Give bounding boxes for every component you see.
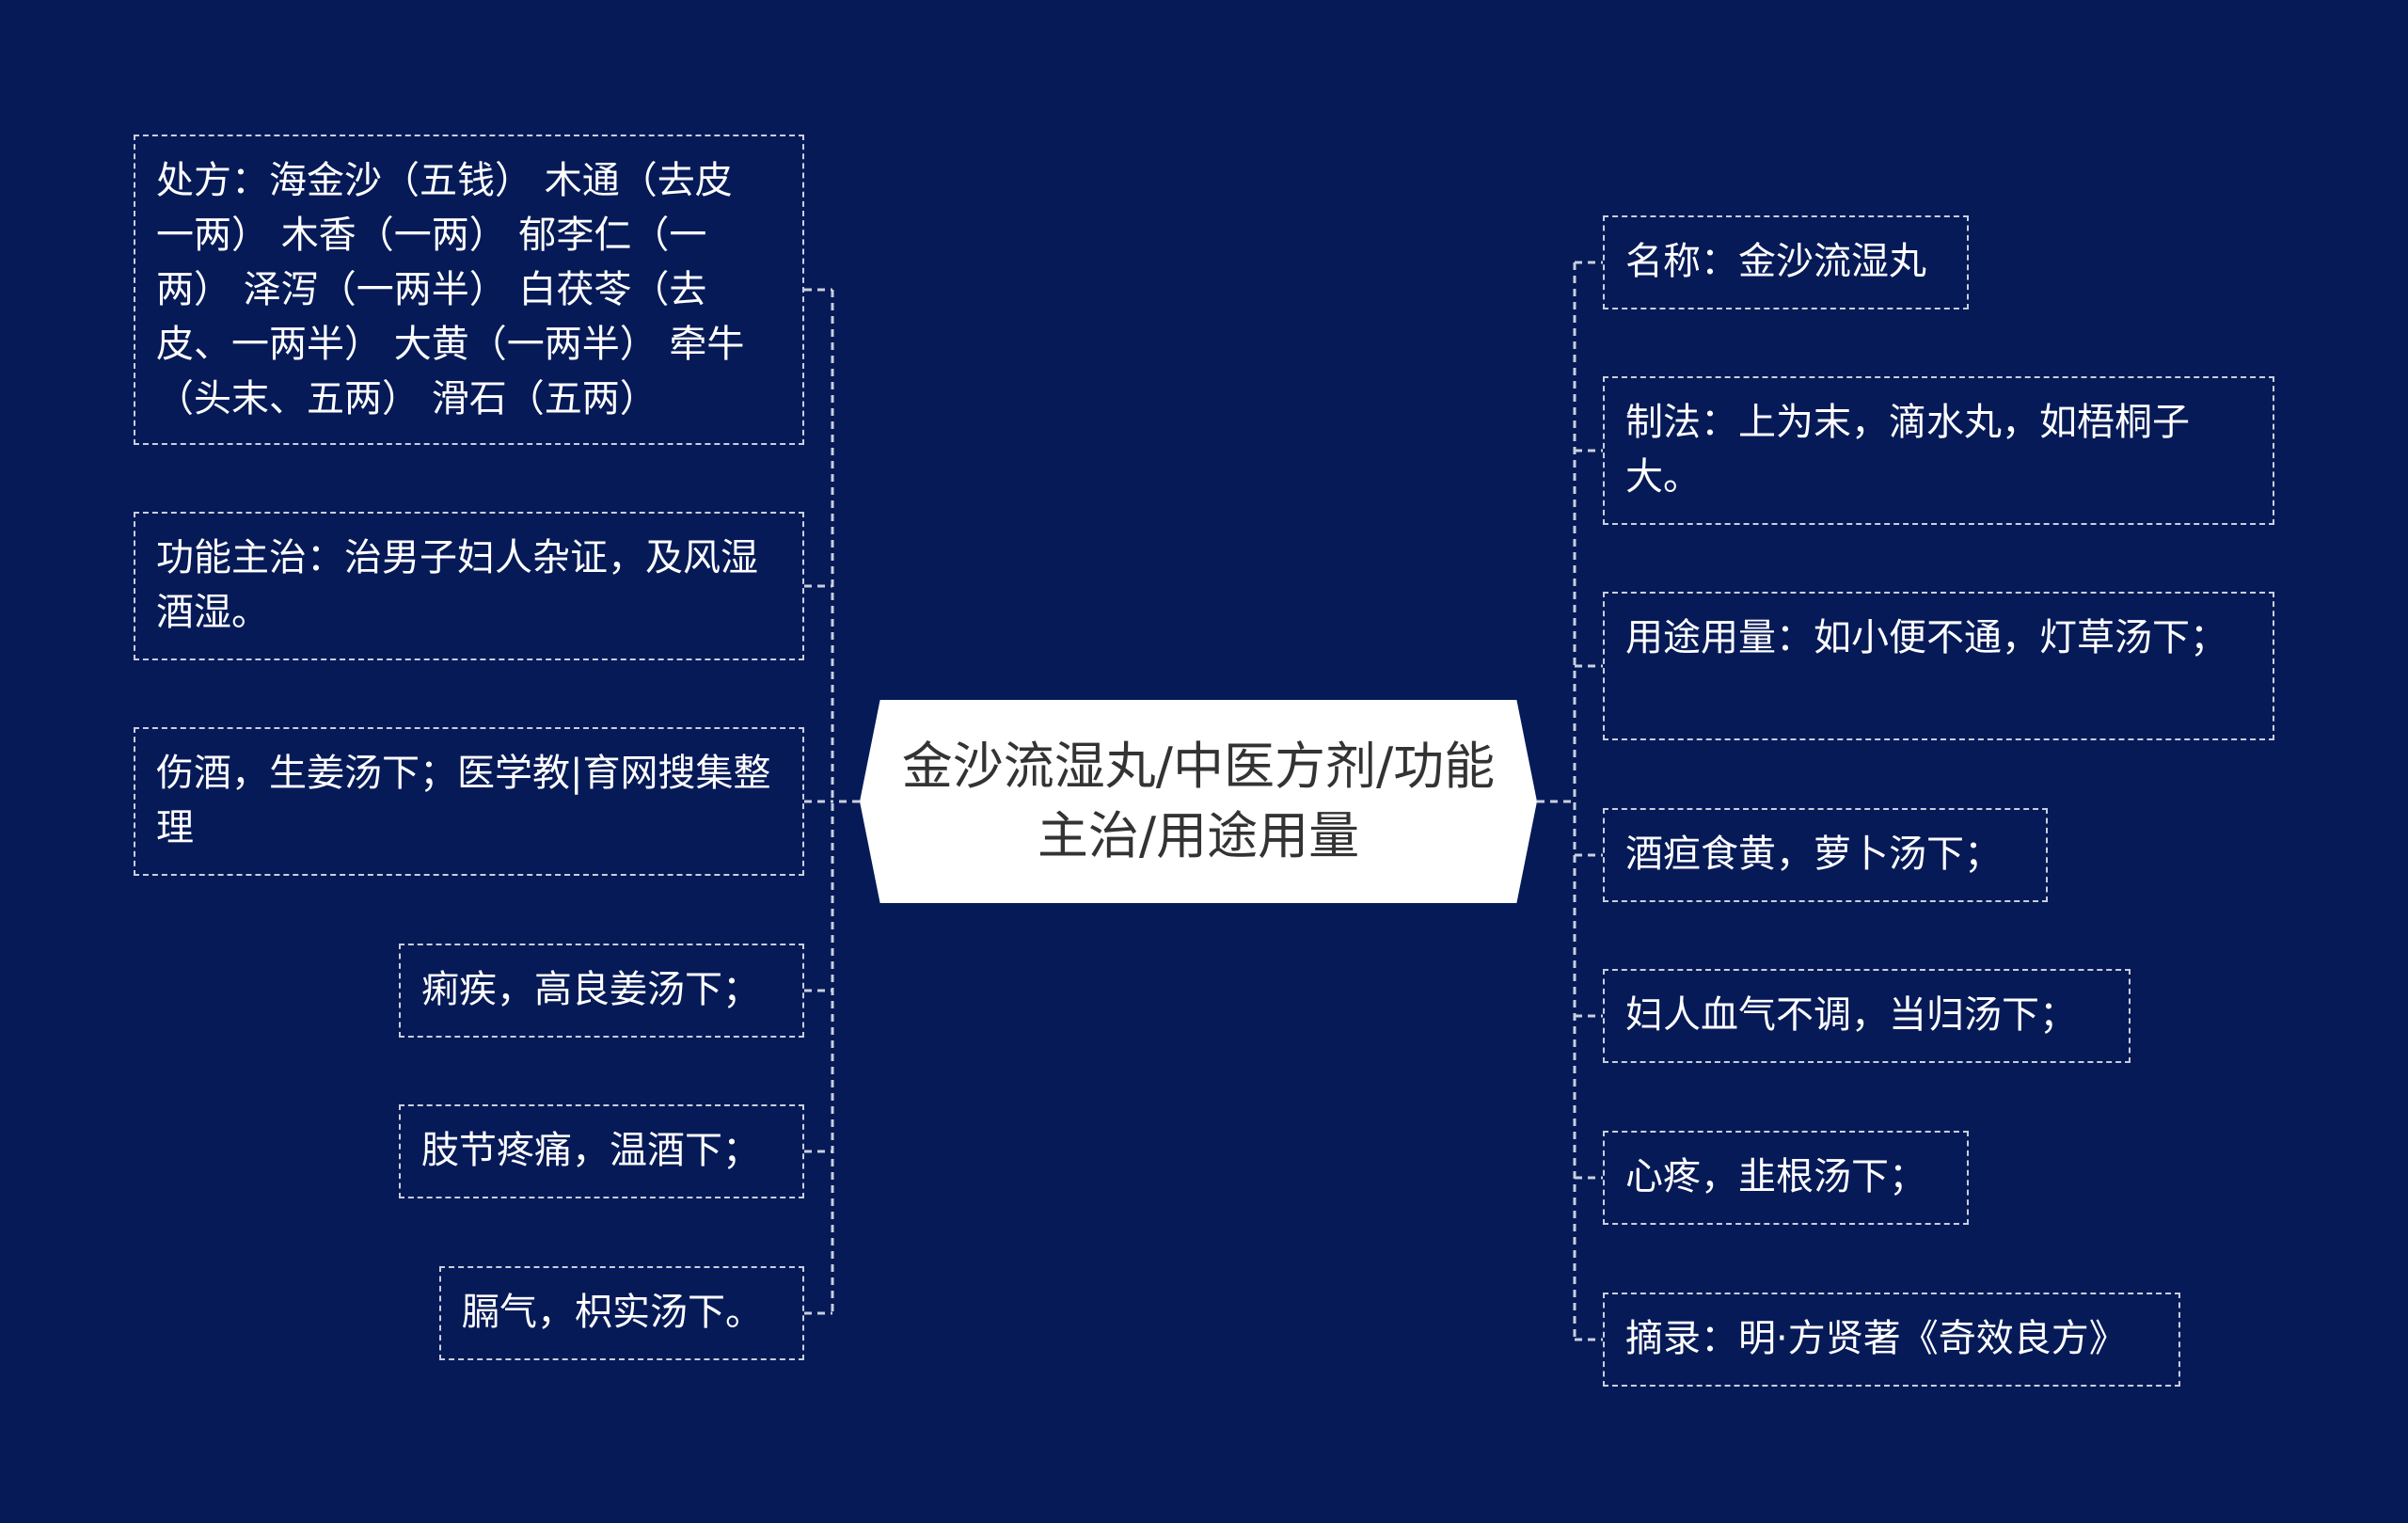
node-text: 摘录：明·方贤著《奇效良方》	[1625, 1317, 2127, 1360]
node-text: 痢疾，高良姜汤下；	[421, 968, 760, 1011]
node-text: 名称：金沙流湿丸	[1625, 240, 1926, 283]
node-text: 妇人血气不调，当归汤下；	[1625, 993, 2077, 1037]
node-text: 肢节疼痛，温酒下；	[421, 1129, 760, 1172]
right-node-preparation[interactable]: 制法：上为末，滴水丸，如梧桐子大。	[1603, 376, 2274, 525]
node-text: 膈气，枳实汤下。	[462, 1291, 763, 1334]
node-text: 用途用量：如小便不通，灯草汤下；	[1625, 616, 2227, 659]
left-node-diaphragm-qi[interactable]: 膈气，枳实汤下。	[439, 1266, 804, 1360]
center-topic[interactable]: 金沙流湿丸/中医方剂/功能主治/用途用量	[860, 700, 1537, 903]
node-text: 制法：上为末，滴水丸，如梧桐子大。	[1625, 401, 2190, 499]
right-node-source[interactable]: 摘录：明·方贤著《奇效良方》	[1603, 1293, 2180, 1387]
left-node-hangover[interactable]: 伤酒，生姜汤下；医学教|育网搜集整理	[134, 727, 804, 876]
node-text: 功能主治：治男子妇人杂证，及风湿酒湿。	[156, 536, 758, 634]
center-topic-label: 金沙流湿丸/中医方剂/功能主治/用途用量	[901, 737, 1496, 865]
right-node-women-blood-qi[interactable]: 妇人血气不调，当归汤下；	[1603, 969, 2131, 1063]
node-text: 伤酒，生姜汤下；医学教|育网搜集整理	[156, 752, 771, 849]
node-text: 心疼，韭根汤下；	[1625, 1155, 1926, 1198]
right-node-jaundice[interactable]: 酒疸食黄，萝卜汤下；	[1603, 808, 2048, 902]
right-node-heart-pain[interactable]: 心疼，韭根汤下；	[1603, 1131, 1969, 1225]
right-node-usage[interactable]: 用途用量：如小便不通，灯草汤下；	[1603, 592, 2274, 740]
left-node-prescription[interactable]: 处方：海金沙（五钱） 木通（去皮 一两） 木香（一两） 郁李仁（一两） 泽泻（一…	[134, 135, 804, 445]
node-text: 处方：海金沙（五钱） 木通（去皮 一两） 木香（一两） 郁李仁（一两） 泽泻（一…	[156, 159, 745, 420]
left-node-dysentery[interactable]: 痢疾，高良姜汤下；	[399, 944, 804, 1038]
right-node-name[interactable]: 名称：金沙流湿丸	[1603, 215, 1969, 309]
left-node-joint-pain[interactable]: 肢节疼痛，温酒下；	[399, 1104, 804, 1198]
left-node-indications[interactable]: 功能主治：治男子妇人杂证，及风湿酒湿。	[134, 512, 804, 660]
node-text: 酒疸食黄，萝卜汤下；	[1625, 833, 2002, 876]
